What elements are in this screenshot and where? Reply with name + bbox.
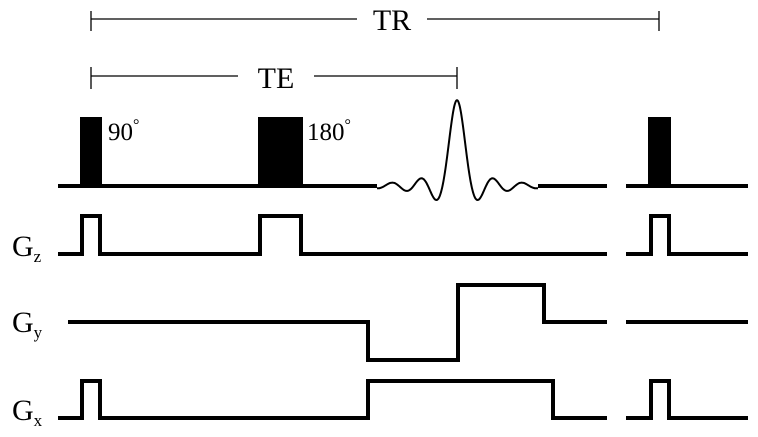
gz-waveform-repeat [626, 214, 748, 256]
gz-waveform [58, 214, 607, 256]
gz-label: Gz [12, 230, 42, 266]
pulse-90-label: 90° [108, 117, 139, 146]
gx-waveform-repeat [626, 379, 748, 420]
tr-label: TR [373, 4, 411, 37]
gy-line: Gy [12, 283, 748, 362]
gy-label: Gy [12, 306, 43, 342]
te-interval: TE [90, 62, 458, 95]
rf-pulse-90-repeat [648, 117, 671, 187]
gx-waveform [58, 379, 607, 420]
tr-interval: TR [90, 4, 660, 37]
te-label: TE [258, 62, 295, 95]
gz-line: Gz [12, 214, 748, 266]
rf-pulse-180 [258, 117, 303, 187]
pulse-180-label: 180° [307, 117, 351, 146]
rf-line: 90° 180° [58, 99, 748, 202]
rf-pulse-90 [80, 117, 102, 187]
gy-waveform [68, 283, 607, 362]
gx-line: Gx [12, 379, 748, 430]
gx-label: Gx [12, 394, 43, 430]
echo-signal [377, 99, 538, 202]
